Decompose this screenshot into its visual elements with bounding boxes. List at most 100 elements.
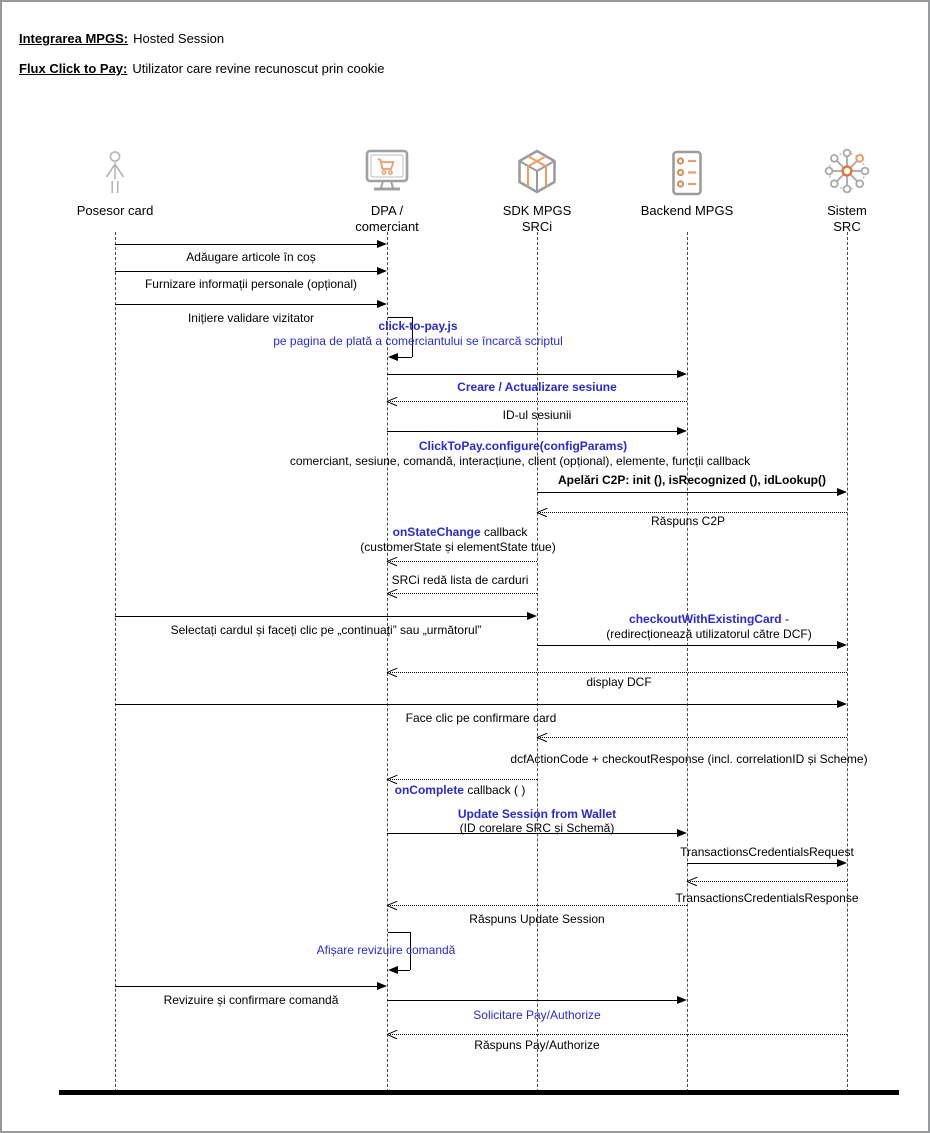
arrowhead-icon bbox=[837, 700, 847, 708]
arrowhead-icon bbox=[527, 612, 537, 620]
message-label: click-to-pay.js bbox=[378, 319, 458, 333]
message-label: ClickToPay.configure(configParams) bbox=[418, 439, 628, 453]
arrowhead-icon bbox=[837, 641, 847, 649]
message-return-arrow bbox=[540, 512, 847, 513]
message-label: Revizuire și confirmare comandă bbox=[163, 993, 339, 1007]
server-icon bbox=[617, 144, 757, 196]
message-label: SRCi redă lista de carduri bbox=[391, 573, 529, 587]
message-return-arrow bbox=[390, 401, 687, 402]
message-label: Selectați cardul și faceți clic pe „cont… bbox=[170, 623, 482, 637]
message-return-arrow bbox=[540, 737, 847, 738]
message-arrow bbox=[115, 304, 378, 305]
diagram-end-bar bbox=[59, 1090, 899, 1095]
message-arrow bbox=[537, 492, 838, 493]
person-icon bbox=[45, 144, 185, 196]
message-return-arrow bbox=[390, 779, 537, 780]
arrowhead-icon bbox=[377, 982, 387, 990]
message-arrow bbox=[687, 863, 838, 864]
header-line-2: Flux Click to Pay: Utilizator care revine… bbox=[19, 61, 385, 76]
message-arrow bbox=[387, 431, 678, 432]
self-message-loop bbox=[388, 317, 412, 318]
message-return-arrow bbox=[390, 905, 687, 906]
message-label: Face clic pe confirmare card bbox=[405, 711, 557, 725]
message-label: ID-ul sesiunii bbox=[502, 408, 572, 422]
self-message-loop bbox=[410, 932, 411, 970]
open-arrowhead-icon bbox=[387, 555, 398, 567]
arrowhead-icon bbox=[377, 300, 387, 308]
message-arrow bbox=[115, 704, 838, 705]
lifeline-dpa-comerciant bbox=[387, 232, 388, 1092]
message-label: TransactionsCredentialsResponse bbox=[675, 891, 859, 905]
lifeline-sdk-mpgs-srci bbox=[537, 232, 538, 1092]
message-return-arrow bbox=[390, 672, 847, 673]
message-return-arrow bbox=[390, 1034, 847, 1035]
message-label: onComplete callback ( ) bbox=[394, 783, 526, 797]
actor-label: DPA /comerciant bbox=[355, 203, 419, 234]
message-label: dcfActionCode + checkoutResponse (incl. … bbox=[510, 752, 868, 766]
arrowhead-icon bbox=[677, 427, 687, 435]
actor-dpa-comerciant: DPA /comerciant bbox=[317, 144, 457, 235]
message-sublabel: (ID corelare SRC și Schemă) bbox=[459, 821, 615, 835]
actor-backend-mpgs: Backend MPGS bbox=[617, 144, 757, 219]
message-label: Răspuns Update Session bbox=[469, 912, 605, 926]
header-line-1-label: Integrarea MPGS: bbox=[19, 31, 129, 46]
message-arrow bbox=[115, 271, 378, 272]
open-arrowhead-icon bbox=[537, 506, 548, 518]
message-label: Furnizare informații personale (opțional… bbox=[144, 277, 358, 291]
network-hub-icon bbox=[777, 144, 917, 196]
message-arrow bbox=[387, 1000, 678, 1001]
open-arrowhead-icon bbox=[387, 395, 398, 407]
message-label: onStateChange callback bbox=[392, 525, 528, 539]
self-message-loop bbox=[398, 357, 412, 358]
actor-label: Posesor card bbox=[76, 203, 154, 218]
message-label: Adăugare articole în coș bbox=[186, 250, 316, 264]
arrowhead-icon bbox=[677, 996, 687, 1004]
message-arrow bbox=[387, 833, 678, 834]
message-label: Update Session from Wallet bbox=[457, 807, 617, 821]
message-arrow bbox=[115, 244, 378, 245]
message-label: Apelări C2P: init (), isRecognized (), i… bbox=[557, 473, 827, 487]
message-label: Afișare revizuire comandă bbox=[316, 943, 456, 957]
message-label: TransactionsCredentialsRequest bbox=[680, 845, 854, 859]
message-return-arrow bbox=[390, 561, 537, 562]
header-line-1: Integrarea MPGS: Hosted Session bbox=[19, 31, 224, 46]
message-arrow bbox=[115, 986, 378, 987]
message-arrow bbox=[537, 645, 838, 646]
arrowhead-icon bbox=[677, 370, 687, 378]
message-label: checkoutWithExistingCard - bbox=[629, 612, 789, 626]
arrowhead-icon bbox=[837, 859, 847, 867]
open-arrowhead-icon bbox=[387, 587, 398, 599]
open-arrowhead-icon bbox=[687, 875, 698, 887]
arrowhead-icon bbox=[388, 353, 398, 361]
header-line-2-text: Utilizator care revine recunoscut prin c… bbox=[132, 61, 385, 76]
message-label: Inițiere validare vizitator bbox=[187, 311, 315, 325]
actor-label: Backend MPGS bbox=[640, 203, 734, 218]
message-sublabel: (customerState și elementState true) bbox=[360, 540, 556, 554]
message-sublabel: (redirecționează utilizatorul către DCF) bbox=[606, 627, 812, 641]
open-arrowhead-icon bbox=[387, 666, 398, 678]
self-message-loop bbox=[388, 932, 410, 933]
message-sublabel: comerciant, sesiune, comandă, interacțiu… bbox=[289, 454, 751, 468]
self-message-loop bbox=[398, 970, 410, 971]
actor-posesor-card: Posesor card bbox=[45, 144, 185, 219]
header-line-1-text: Hosted Session bbox=[133, 31, 225, 46]
arrowhead-icon bbox=[377, 240, 387, 248]
message-sublabel: pe pagina de plată a comerciantului se î… bbox=[273, 334, 563, 348]
lifeline-posesor-card bbox=[115, 232, 116, 1092]
message-label: display DCF bbox=[586, 675, 652, 689]
arrowhead-icon bbox=[837, 488, 847, 496]
self-message-loop bbox=[412, 317, 413, 357]
header-line-2-label: Flux Click to Pay: bbox=[19, 61, 128, 76]
arrowhead-icon bbox=[677, 829, 687, 837]
open-arrowhead-icon bbox=[387, 1028, 398, 1040]
lifeline-backend-mpgs bbox=[687, 232, 688, 1092]
arrowhead-icon bbox=[388, 966, 398, 974]
lifeline-sistem-src bbox=[847, 232, 848, 1092]
message-label: Răspuns C2P bbox=[650, 514, 726, 528]
arrowhead-icon bbox=[377, 267, 387, 275]
